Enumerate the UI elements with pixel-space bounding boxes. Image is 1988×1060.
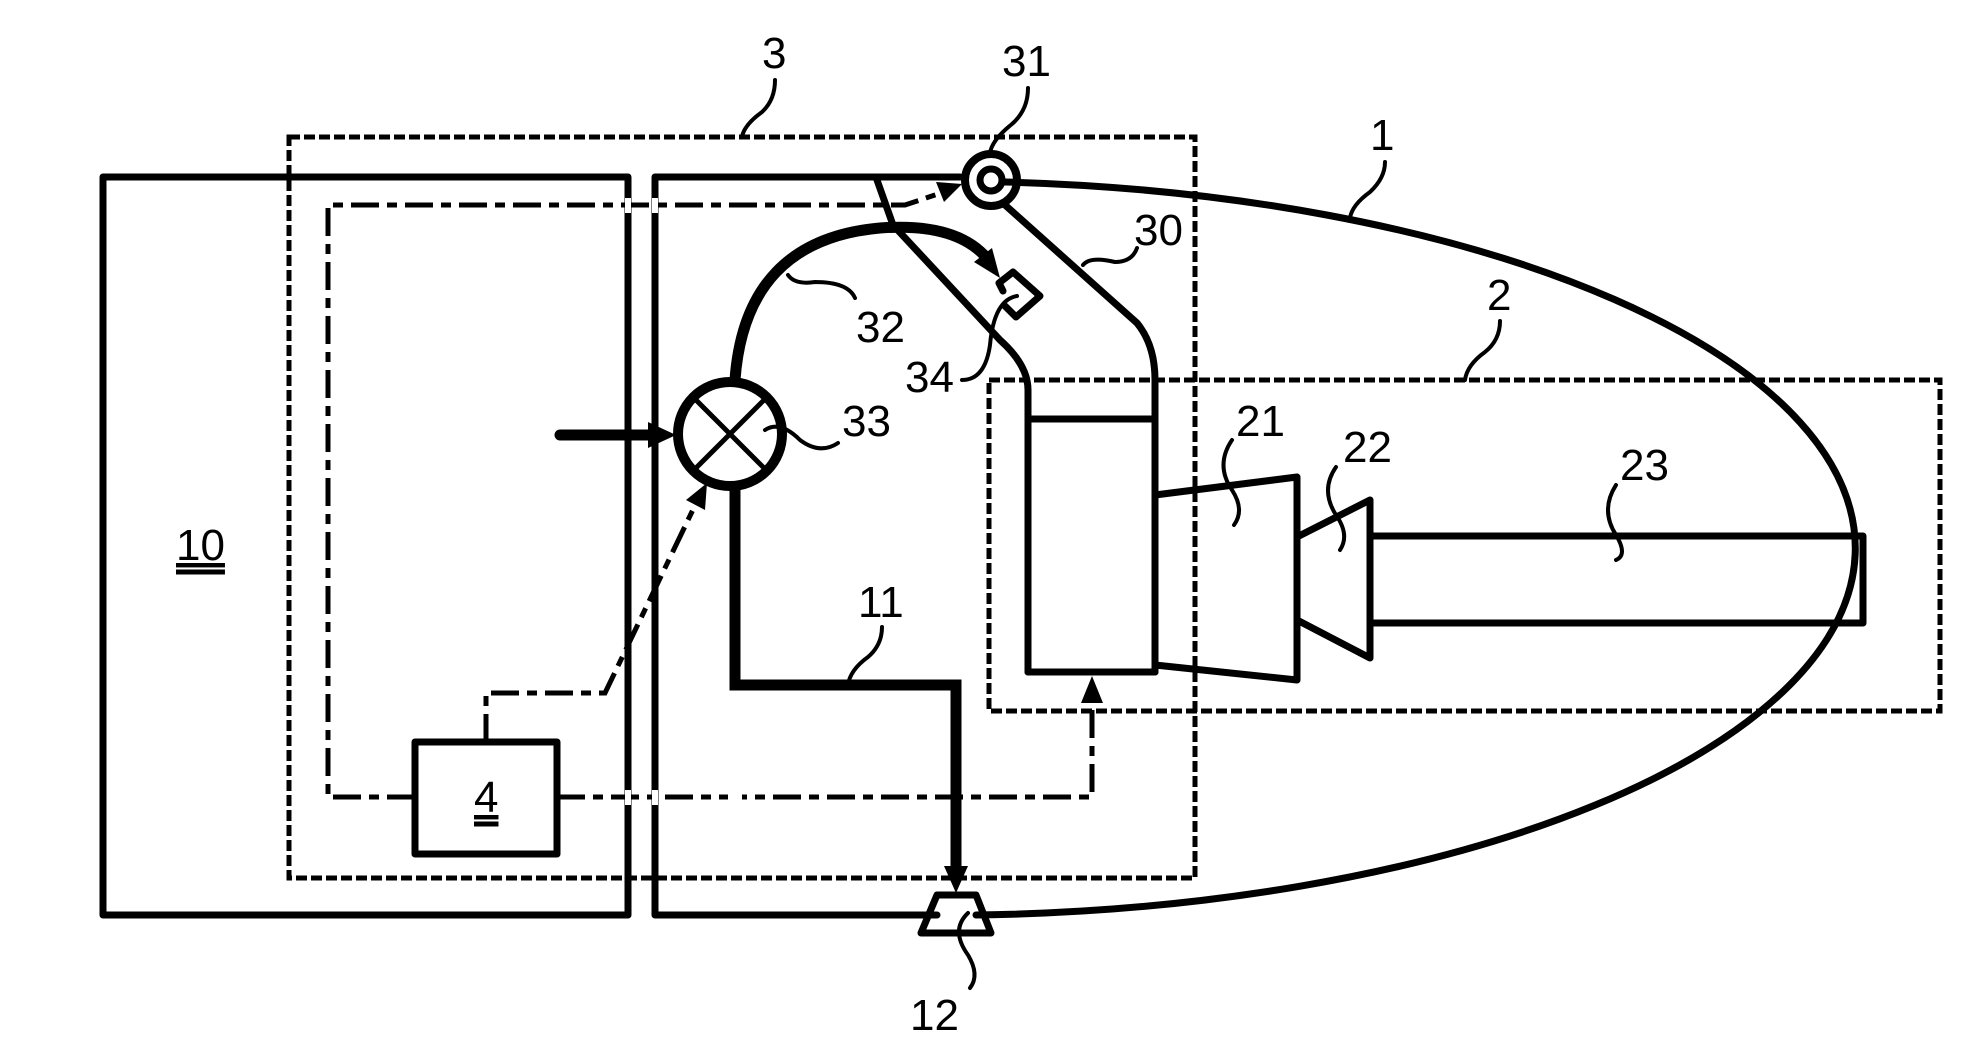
leader-3: [740, 78, 777, 139]
housing-box: [651, 173, 964, 919]
leader-34: [960, 294, 1019, 382]
label-gearbox-stage: 21: [1236, 397, 1285, 446]
cooling-system-boundary: [286, 134, 1198, 881]
outlet-icon: [917, 891, 995, 937]
label-cooling-system: 3: [762, 29, 786, 78]
signal-line-valve: [483, 493, 703, 742]
label-tower: 10: [176, 521, 225, 570]
label-valve: 33: [842, 397, 891, 446]
generator-stage: [1293, 496, 1374, 662]
nozzle-icon: [995, 268, 1044, 321]
leader-11: [846, 625, 884, 687]
supply-line: [729, 221, 995, 381]
drive-train-boundary: [986, 377, 1943, 714]
signal-arrow-valve: [686, 483, 707, 510]
supply-arrow: [974, 248, 1000, 278]
leader-2: [1463, 319, 1502, 382]
label-nozzle: 34: [905, 353, 954, 402]
leader-12: [957, 911, 977, 990]
label-drain-line: 11: [858, 578, 904, 627]
leader-32: [786, 273, 857, 300]
drain-line: [729, 486, 962, 872]
tower-box: [99, 173, 632, 919]
leader-23: [1606, 483, 1624, 562]
signal-line-top: [325, 187, 951, 800]
label-controller: 4: [474, 773, 498, 822]
signal-arrow-tank: [1081, 676, 1103, 703]
leader-31: [988, 86, 1030, 155]
label-pivot: 31: [1002, 37, 1051, 86]
nacelle-outline: [972, 178, 1859, 919]
drain-arrow: [944, 866, 968, 893]
leader-33: [763, 424, 840, 451]
leader-22: [1326, 465, 1347, 552]
inlet-arrow: [648, 422, 676, 448]
label-shaft: 23: [1620, 441, 1669, 490]
leader-1: [1348, 160, 1387, 220]
signal-arrow-pivot: [936, 182, 962, 202]
tower-duct-outer: [1001, 201, 1159, 676]
label-supply-line: 32: [856, 303, 905, 352]
leader-30: [1081, 246, 1139, 267]
label-tower-duct: 30: [1134, 206, 1183, 255]
tower-duct-inner: [873, 176, 1032, 676]
controller-box: [411, 738, 561, 858]
pivot-inner-icon: [976, 165, 1006, 195]
label-nacelle: 1: [1370, 111, 1394, 160]
tank-box: [1024, 415, 1159, 676]
leader-21: [1221, 438, 1241, 527]
label-outlet: 12: [910, 991, 959, 1040]
shaft: [1369, 532, 1867, 627]
valve-cross-icon-2: [693, 397, 767, 471]
signal-line-bottom: [557, 688, 1095, 800]
gearbox-stage: [1151, 473, 1301, 684]
label-drive-train: 2: [1487, 271, 1511, 320]
label-generator-stage: 22: [1343, 423, 1392, 472]
